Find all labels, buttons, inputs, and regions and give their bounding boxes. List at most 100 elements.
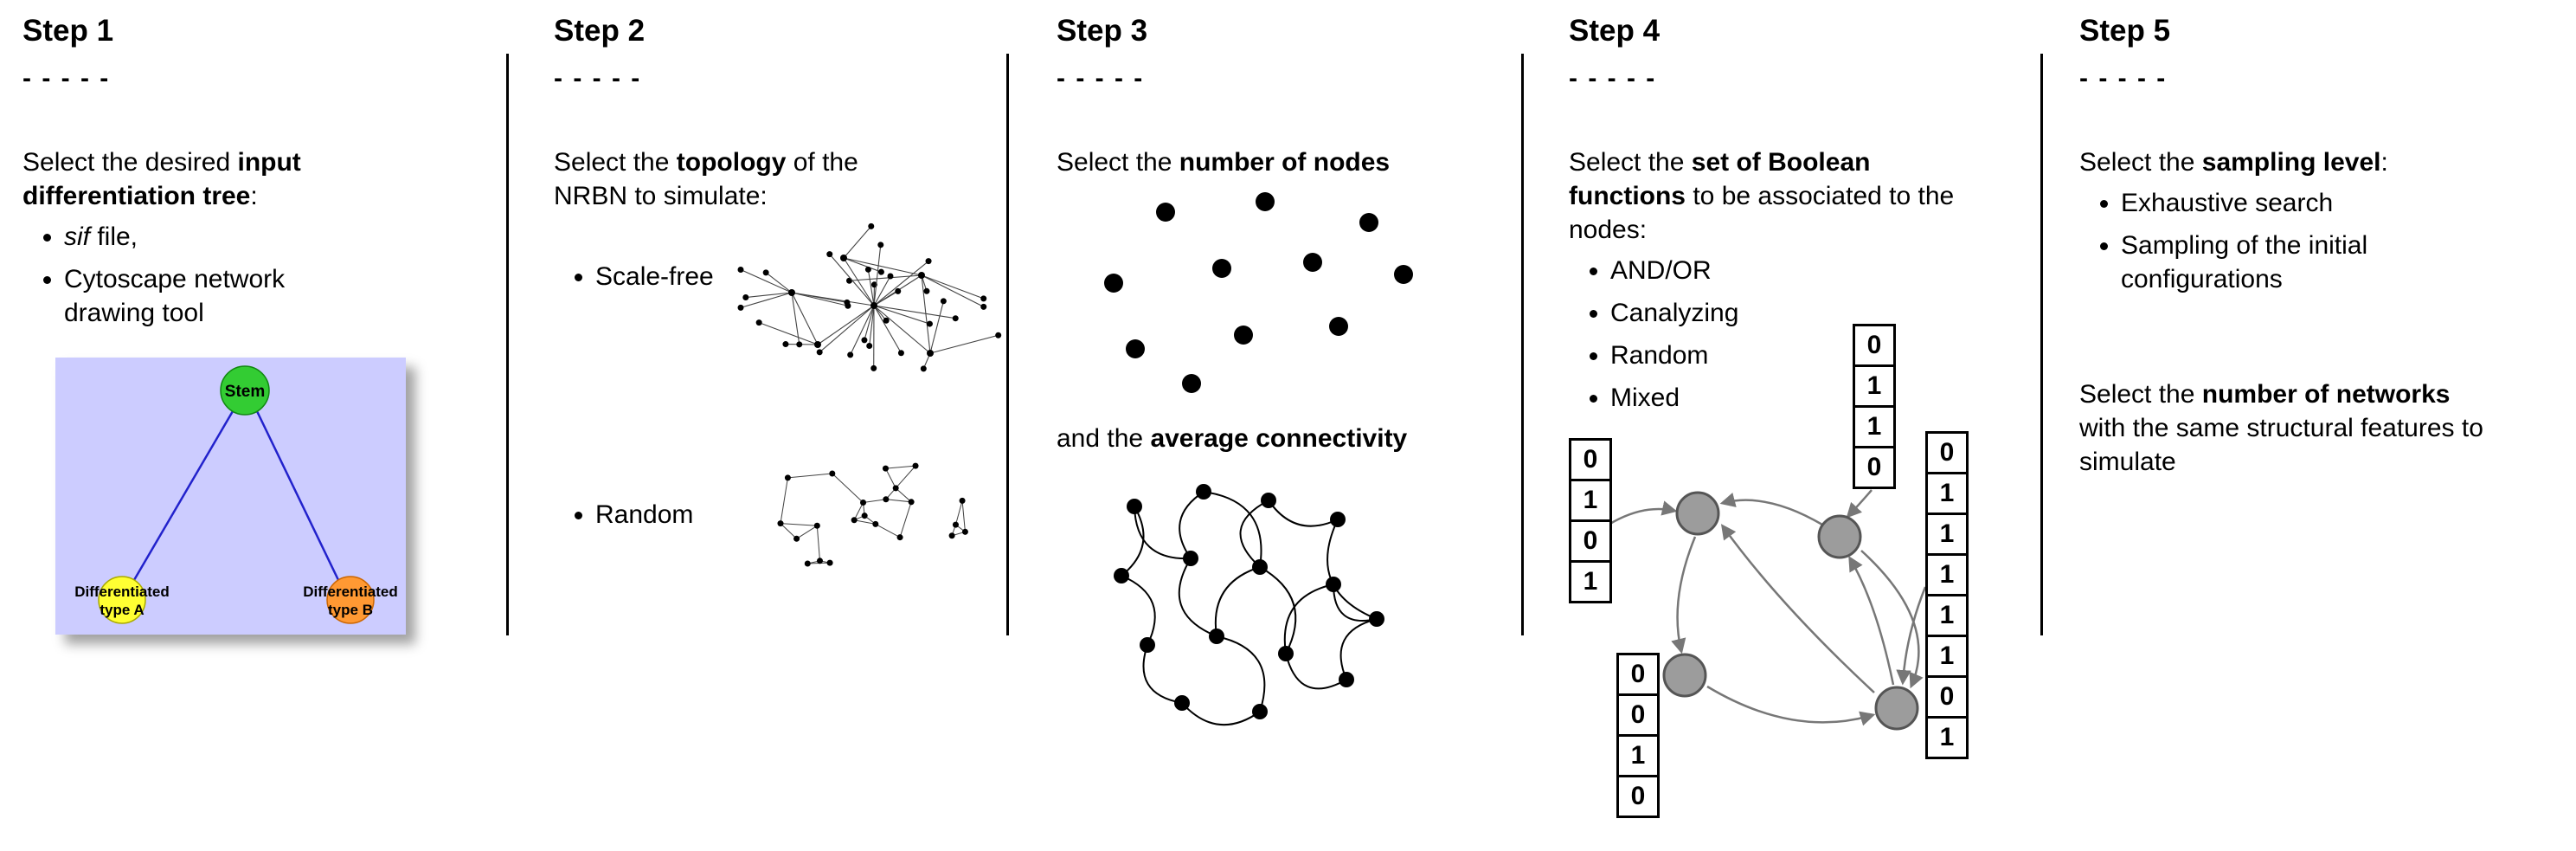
differentiation-tree-figure: Stem Differentiated type A Differentiate…: [55, 358, 406, 635]
intro-bold-text: set of Boolean functions: [1569, 148, 1871, 210]
step5-second-text: Select the number of networks with the s…: [2079, 377, 2486, 479]
truth-table-cell: 0: [1925, 431, 1969, 474]
step1-bullet-list: sif file, Cytoscape network drawing tool: [22, 220, 321, 330]
column-divider: [1521, 54, 1524, 635]
truth-table-right: 0 1 1 1 1 1 0 1: [1925, 431, 1969, 759]
random-row: Random: [554, 430, 1006, 590]
stem-node: [220, 365, 270, 416]
random-network-illustration: [777, 462, 968, 567]
intro-text: :: [2380, 148, 2388, 177]
step2-title: Step 2: [554, 14, 646, 48]
list-item: Mixed: [1610, 381, 2040, 415]
intro-bold-text: sampling level: [2201, 148, 2381, 177]
truth-table-cell: 0: [1616, 653, 1660, 696]
step4-column: Step 4 - - - - - Select the set of Boole…: [1524, 0, 2040, 851]
tree-edge-a: [132, 410, 234, 581]
intro-text: Select the: [1569, 148, 1692, 177]
sif-word: sif: [64, 222, 90, 251]
intro-bold-text: number of networks: [2201, 380, 2451, 409]
intro-bold-text: number of nodes: [1179, 148, 1391, 177]
boolean-network-svg: [1608, 489, 1927, 731]
step5-bullet-list: Exhaustive search Sampling of the initia…: [2079, 186, 2451, 296]
step1-title: Step 1: [22, 14, 114, 48]
truth-table-cell: 1: [1853, 405, 1896, 448]
truth-table-cell: 0: [1569, 438, 1612, 481]
intro-text: :: [250, 182, 258, 210]
nodes-scatter-illustration: [1104, 192, 1413, 393]
column-divider: [1006, 54, 1009, 635]
step5-dashes: - - - - -: [2079, 64, 2168, 93]
truth-table-cell: 1: [1925, 716, 1969, 759]
step1-column: Step 1 - - - - - Select the desired inpu…: [0, 0, 506, 851]
list-item: AND/OR: [1610, 254, 2040, 287]
bullet-text: Cytoscape network drawing tool: [64, 265, 286, 327]
step2-intro: Select the topology of the NRBN to simul…: [554, 145, 935, 213]
step2-column: Step 2 - - - - - Select the topology of …: [509, 0, 1006, 851]
differentiated-a-node: [98, 576, 146, 624]
truth-table-cell: 0: [1853, 324, 1896, 367]
list-item: Random: [595, 498, 736, 532]
truth-table-cell: 1: [1925, 594, 1969, 637]
step2-bullet-list-a: Scale-free: [554, 225, 736, 302]
truth-table-cell: 1: [1616, 734, 1660, 777]
tree-edge-b: [255, 410, 340, 581]
intro-bold-text: topology: [676, 148, 787, 177]
truth-table-bottom: 0 0 1 0: [1616, 653, 1660, 818]
step3-title: Step 3: [1057, 14, 1148, 48]
intro-text: with the same structural features to sim…: [2079, 414, 2483, 476]
bullet-text: Scale-free: [595, 262, 714, 291]
stem-label: Stem: [225, 383, 265, 401]
step4-title: Step 4: [1569, 14, 1661, 48]
step4-bullet-list: AND/OR Canalyzing Random Mixed: [1569, 254, 2040, 415]
step4-intro: Select the set of Boolean functions to b…: [1569, 145, 1967, 247]
step1-dashes: - - - - -: [22, 64, 111, 93]
intro-text: of the NRBN to simulate:: [554, 148, 858, 210]
node-a-label-line1: Differentiated: [74, 583, 170, 600]
bullet-text: Random: [595, 500, 694, 529]
truth-table-cell: 1: [1569, 479, 1612, 522]
scale-free-row: Scale-free: [554, 220, 1006, 401]
list-item: Exhaustive search: [2121, 186, 2451, 220]
step3-dashes: - - - - -: [1057, 64, 1145, 93]
step5-title: Step 5: [2079, 14, 2171, 48]
step3-column: Step 3 - - - - - Select the number of no…: [1009, 0, 1521, 851]
intro-text: to be associated to the nodes:: [1569, 182, 1955, 244]
step2-dashes: - - - - -: [554, 64, 642, 93]
truth-table-cell: 1: [1925, 635, 1969, 678]
truth-table-cell: 1: [1569, 560, 1612, 603]
step5-intro: Select the sampling level:: [2079, 145, 2559, 179]
bullet-text: file,: [90, 222, 138, 251]
bullet-text: Random: [1610, 341, 1709, 370]
intro-text: Select the desired: [22, 148, 238, 177]
truth-table-cell: 0: [1569, 519, 1612, 563]
truth-table-cell: 1: [1925, 513, 1969, 556]
node-b-label-line2: type B: [328, 602, 373, 618]
truth-table-cell: 0: [1853, 446, 1896, 489]
intro-text: Select the: [554, 148, 677, 177]
list-item: Canalyzing: [1610, 296, 2040, 330]
differentiated-b-node: [326, 576, 375, 624]
intro-text: Select the: [2079, 380, 2202, 409]
bullet-text: Canalyzing: [1610, 299, 1739, 327]
column-divider: [2040, 54, 2043, 635]
intro-text: and the: [1057, 424, 1151, 453]
list-item: Random: [1610, 338, 2040, 372]
list-item: Sampling of the initial configurations: [2121, 229, 2451, 296]
scale-free-network-illustration: [737, 222, 1002, 372]
intro-text: Select the: [1057, 148, 1179, 177]
node-b-label-line1: Differentiated: [303, 583, 398, 600]
truth-table-cell: 1: [1925, 472, 1969, 515]
list-item: sif file,: [64, 220, 321, 254]
truth-table-cell: 0: [1925, 675, 1969, 719]
differentiation-tree-svg: Stem Differentiated type A Differentiate…: [55, 358, 406, 635]
connectivity-network-illustration: [1114, 484, 1384, 726]
truth-table-cell: 1: [1925, 553, 1969, 596]
step5-column: Step 5 - - - - - Select the sampling lev…: [2043, 0, 2576, 851]
truth-table-left: 0 1 0 1: [1569, 438, 1612, 603]
list-item: Scale-free: [595, 260, 736, 293]
bullet-text: AND/OR: [1610, 256, 1712, 285]
node-a-label-line2: type A: [100, 602, 144, 618]
bullet-text: Sampling of the initial configurations: [2121, 231, 2368, 293]
